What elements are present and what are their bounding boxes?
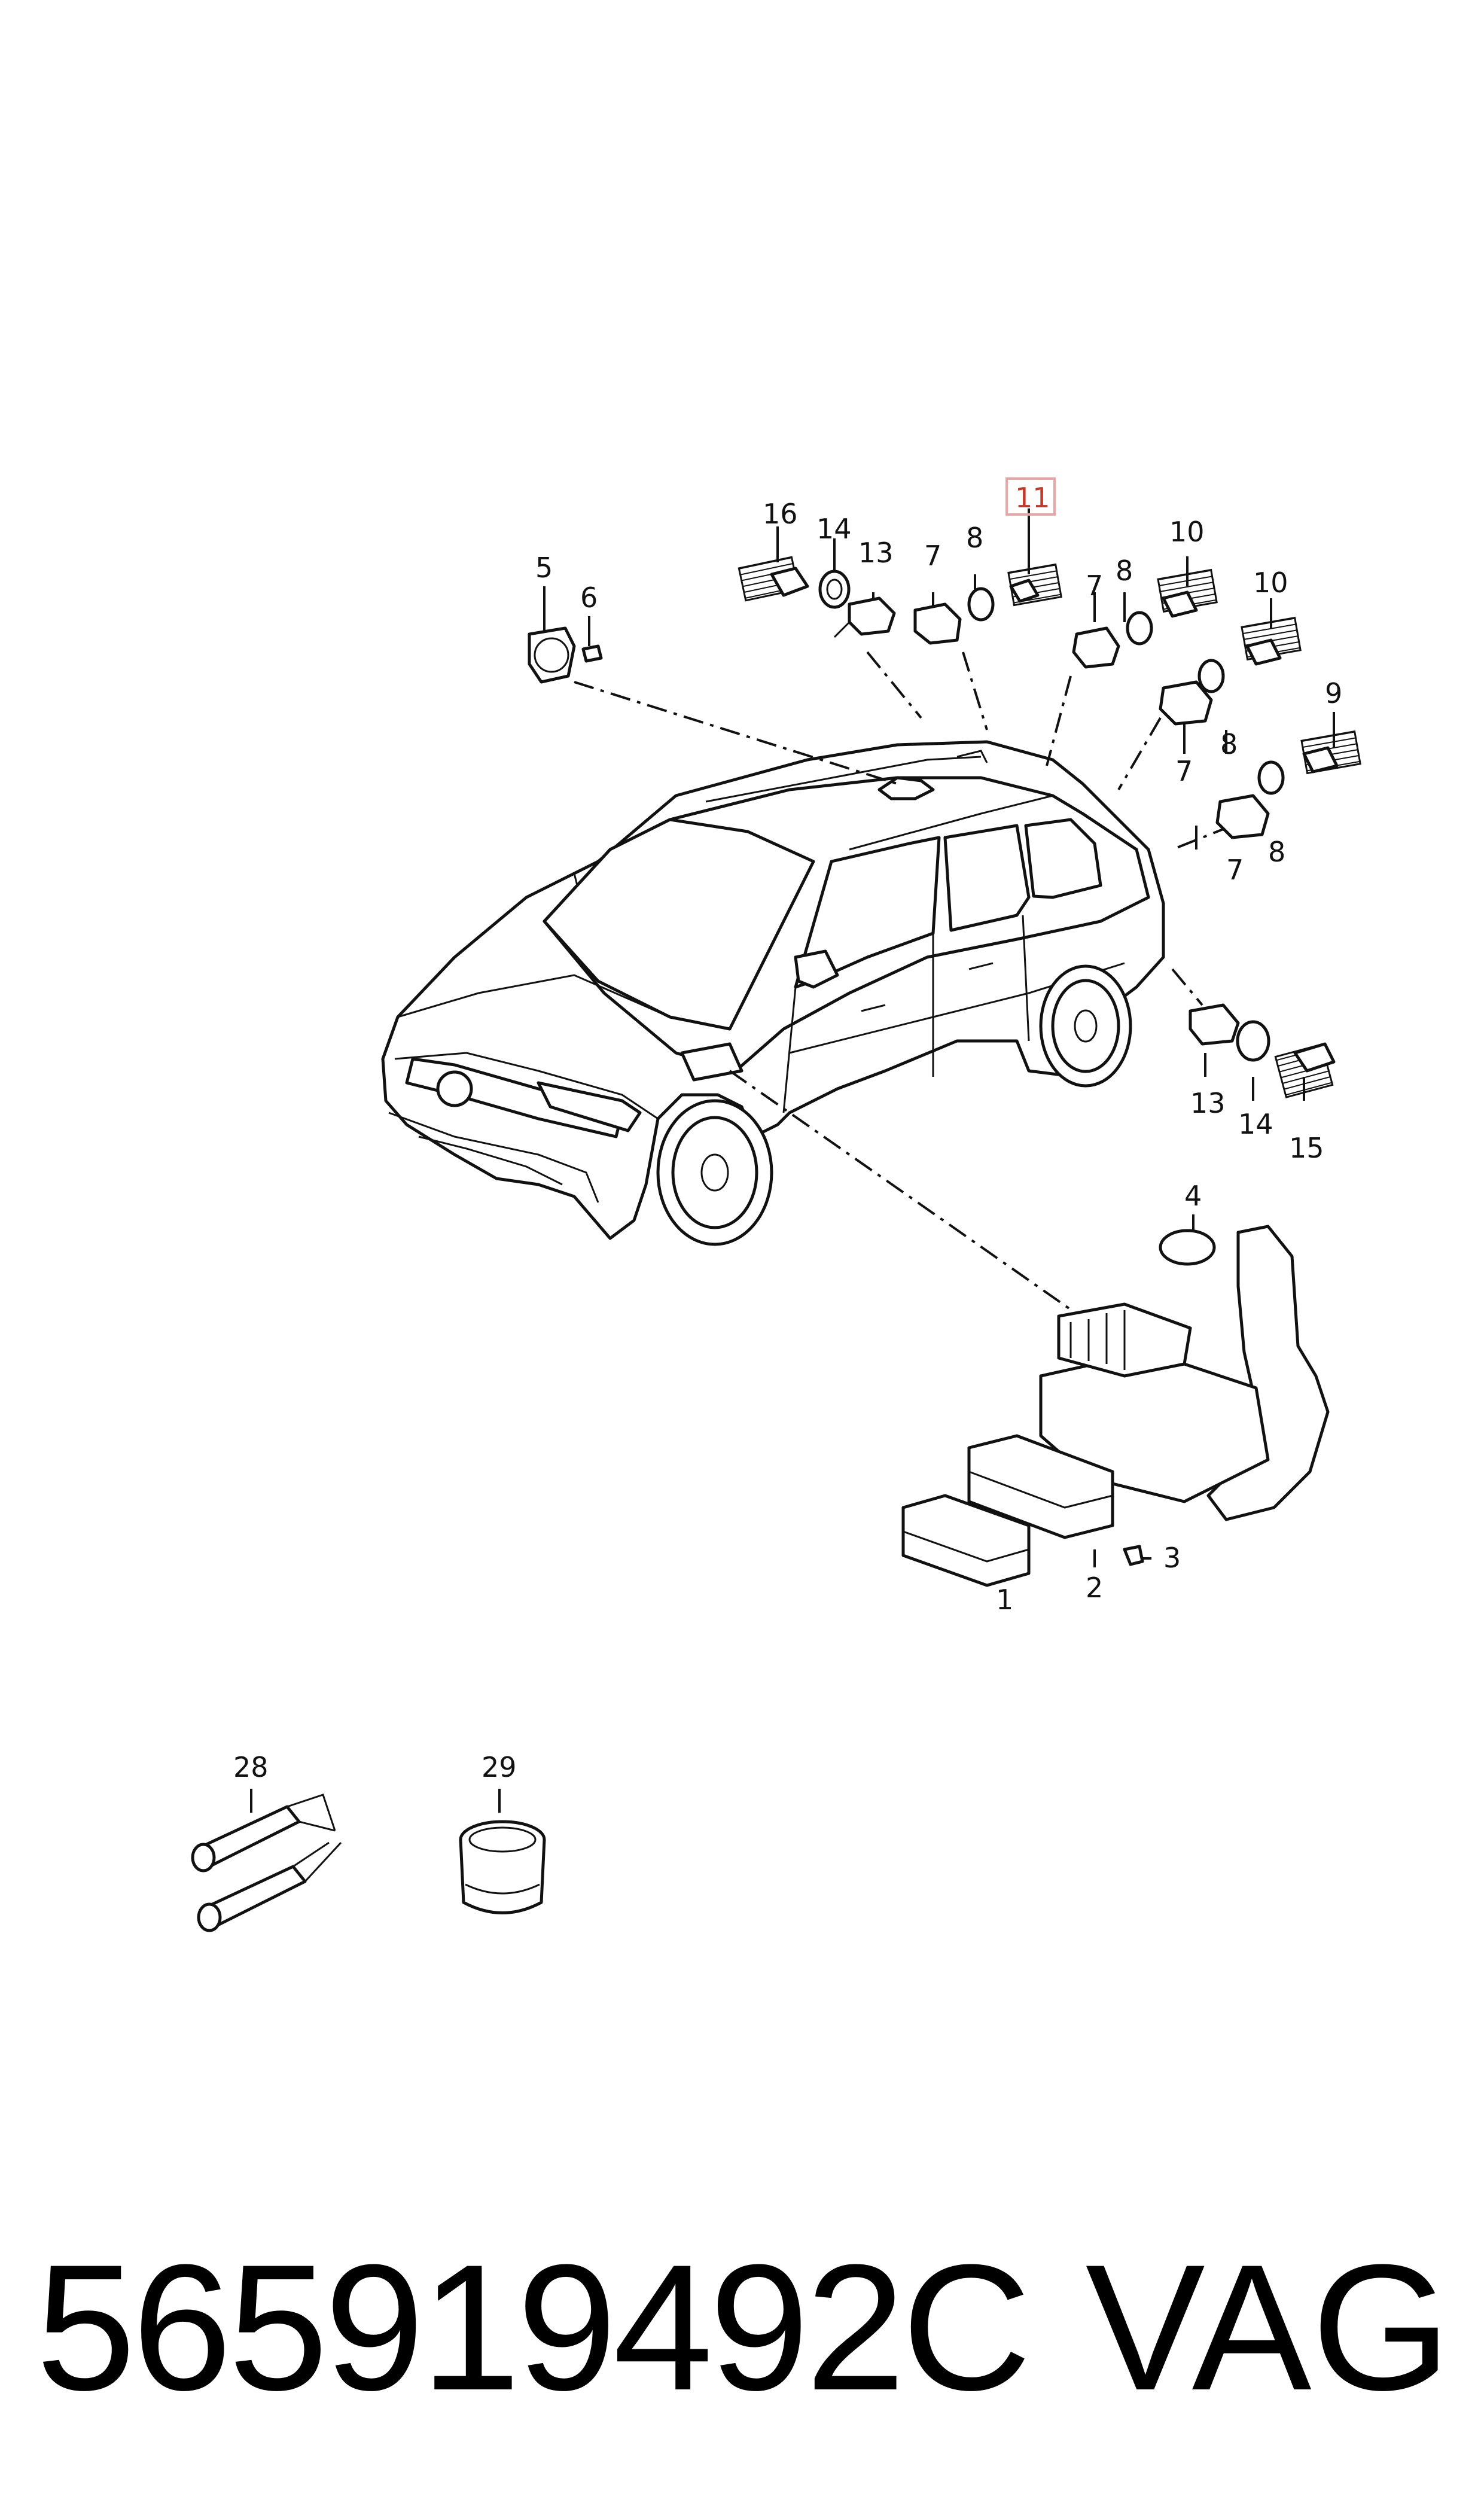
callout-8: 8 [966,522,983,554]
control-modules [901,1225,1330,1587]
accessories [191,1794,546,1932]
callout-10: 10 [1253,567,1288,599]
callout-8: 8 [1116,555,1133,587]
callout-7: 7 [1175,755,1193,787]
brand-label: VAG [1085,2227,1451,2428]
callout-7: 7 [1226,854,1244,886]
callout-8: 8 [1220,728,1238,760]
callout-7: 7 [924,540,941,572]
callout-15: 15 [1289,1132,1324,1164]
callout-6: 6 [580,581,598,614]
callout-28: 28 [233,1751,269,1783]
callout-11: 11 [1015,482,1050,514]
callout-1: 1 [996,1584,1013,1616]
part-number: 565919492C [36,2227,1031,2428]
callout-labels: 16 14 13 7 8 11 10 7 8 10 9 7 8 8 7 5 6 … [233,477,1342,1783]
callout-4: 4 [1184,1180,1202,1212]
callout-3: 3 [1163,1542,1181,1574]
callout-9: 9 [1325,677,1342,710]
sensor-parts [528,556,1361,1098]
callout-14: 14 [816,513,852,545]
callout-13: 13 [858,537,894,569]
callout-5: 5 [535,552,553,584]
callout-16: 16 [763,498,798,530]
car-illustration [381,740,1165,1246]
callout-11-highlight [1005,477,1056,516]
callout-29: 29 [482,1751,517,1783]
callout-2: 2 [1086,1572,1103,1604]
callout-8: 8 [1268,836,1285,868]
callout-14: 14 [1238,1108,1273,1140]
callout-7: 7 [1086,570,1103,602]
callout-10: 10 [1169,516,1205,548]
callout-13: 13 [1190,1087,1226,1119]
